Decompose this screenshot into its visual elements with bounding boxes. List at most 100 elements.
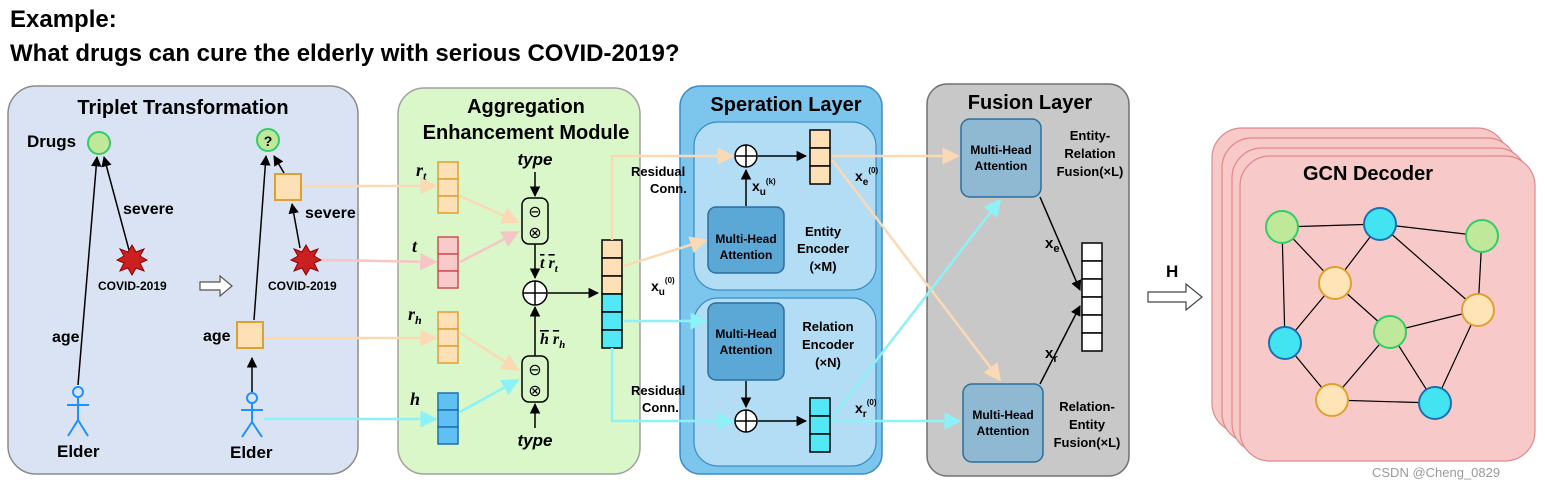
minus-op-top: ⊖	[528, 204, 541, 221]
virus-icon	[115, 243, 149, 277]
h-embedding	[437, 392, 459, 445]
gcn-node	[1265, 210, 1299, 244]
type-label-bottom: type	[518, 431, 553, 450]
xe0-embedding	[809, 129, 831, 185]
watermark: CSDN @Cheng_0829	[1372, 465, 1500, 480]
gcn-node	[1465, 219, 1499, 253]
t-embedding	[437, 236, 459, 289]
re-fusion-line2: Entity	[1069, 417, 1106, 432]
times-op-bottom: ⊗	[528, 383, 541, 400]
relation-mha-line2: Attention	[720, 343, 773, 357]
severe-relation-box	[274, 173, 302, 201]
fusion-mha-bottom	[962, 383, 1044, 463]
aggregation-panel: Aggregation Enhancement Module rt t rh h…	[397, 87, 641, 475]
drugs-label: Drugs	[27, 132, 76, 151]
virus-icon-right	[289, 243, 323, 277]
entity-encoder-line2: Encoder	[797, 241, 849, 256]
elder-person-icon-right	[241, 392, 263, 438]
transform-arrow-icon	[199, 274, 233, 298]
unknown-label: ?	[264, 133, 273, 149]
fusion-mha-bottom-line1: Multi-Head	[972, 408, 1033, 422]
h-to-op-arrow	[459, 378, 520, 414]
h-output-label: H	[1166, 262, 1178, 281]
separation-title: Speration Layer	[710, 94, 861, 116]
xr-label: xr	[1045, 345, 1058, 365]
er-fusion-line3: Fusion(×L)	[1057, 164, 1124, 179]
er-fusion-line1: Entity-	[1070, 128, 1110, 143]
xuk-label: xu(k)	[752, 177, 776, 198]
minus-op-bottom: ⊖	[528, 362, 541, 379]
residual-label-top-2: Conn.	[650, 181, 687, 196]
severe-label-right: severe	[305, 205, 356, 222]
drugs-node	[87, 131, 111, 155]
gcn-node	[1315, 383, 1349, 417]
age-label-left: age	[52, 329, 80, 346]
relation-encoder-line1: Relation	[802, 319, 853, 334]
entity-residual-arrow	[610, 147, 735, 240]
entity-encoder-line1: Entity	[805, 224, 842, 239]
fusion-mha-bottom-line2: Attention	[977, 424, 1030, 438]
t-label: t	[412, 236, 418, 256]
relation-encoder-line2: Encoder	[802, 337, 854, 352]
entity-mha-line2: Attention	[720, 248, 773, 262]
gcn-node	[1461, 293, 1495, 327]
t-rt-label: t rt	[540, 255, 559, 275]
fusion-title: Fusion Layer	[968, 92, 1093, 114]
aggregation-title-1: Aggregation	[467, 96, 585, 118]
relation-residual-arrow	[610, 348, 735, 430]
rt-to-op-arrow	[459, 194, 520, 224]
fusion-mha-top-line1: Multi-Head	[970, 143, 1031, 157]
gcn-node	[1418, 386, 1452, 420]
fusion-mha-top-line2: Attention	[975, 159, 1028, 173]
gcn-decoder-panel: GCN Decoder	[1211, 127, 1536, 462]
severe-edge-left	[101, 155, 130, 251]
entity-encoder-line3: (×M)	[809, 259, 836, 274]
severe-label-left: severe	[123, 201, 174, 218]
xr0-embedding	[809, 397, 831, 453]
xe0-label: xe(0)	[855, 166, 878, 188]
relation-mha-line1: Multi-Head	[715, 327, 776, 341]
severe-to-unknown-edge	[273, 155, 285, 174]
xe-to-output-arrow	[1039, 196, 1082, 291]
h-output-arrow	[1147, 282, 1203, 312]
covid-to-t-arrow	[321, 252, 438, 271]
xr0-label: xr(0)	[855, 398, 877, 420]
aggregation-title-2: Enhancement Module	[423, 122, 630, 144]
gcn-node	[1363, 207, 1397, 241]
relation-encoder-line3: (×N)	[815, 355, 841, 370]
re-fusion-line1: Relation-	[1059, 399, 1115, 414]
xu0-label: xu(0)	[651, 276, 675, 298]
elder-label-right: Elder	[230, 443, 273, 462]
xe-label: xe	[1045, 235, 1059, 255]
fusion-panel: Fusion Layer Multi-Head Attention Entity…	[926, 83, 1130, 477]
gcn-node	[1318, 266, 1352, 300]
gcn-node	[1268, 326, 1302, 360]
xu0-embedding	[601, 239, 623, 349]
covid-label-right: COVID-2019	[268, 279, 337, 293]
fused-output-embedding	[1081, 242, 1103, 352]
triplet-transformation-panel: Triplet Transformation Drugs severe age …	[7, 85, 359, 475]
xr0-to-fusion-top-arrow	[831, 198, 1002, 419]
entity-mha-block	[707, 206, 785, 274]
er-fusion-line2: Relation	[1064, 146, 1115, 161]
age-relation-box	[236, 321, 264, 349]
age-to-unknown-edge	[253, 154, 271, 321]
rh-label: rh	[408, 304, 422, 327]
elder-label-left: Elder	[57, 442, 100, 461]
rh-embedding	[437, 311, 459, 364]
xe0-to-fusion-bottom-arrow	[831, 159, 1002, 382]
rh-to-op-arrow	[459, 331, 520, 372]
unknown-node	[256, 128, 280, 152]
rt-embedding	[437, 161, 459, 214]
example-label: Example:	[10, 6, 117, 33]
entity-mha-line1: Multi-Head	[715, 232, 776, 246]
residual-label-bottom-1: Residual	[631, 383, 685, 398]
elder-person-icon	[67, 386, 89, 437]
xu-to-entity-mha-arrow	[623, 236, 708, 268]
gcn-node	[1373, 315, 1407, 349]
gcn-title: GCN Decoder	[1303, 163, 1433, 185]
rt-label: rt	[416, 160, 427, 183]
covid-to-severe-edge	[288, 202, 301, 249]
operator-box-bottom	[521, 355, 549, 403]
